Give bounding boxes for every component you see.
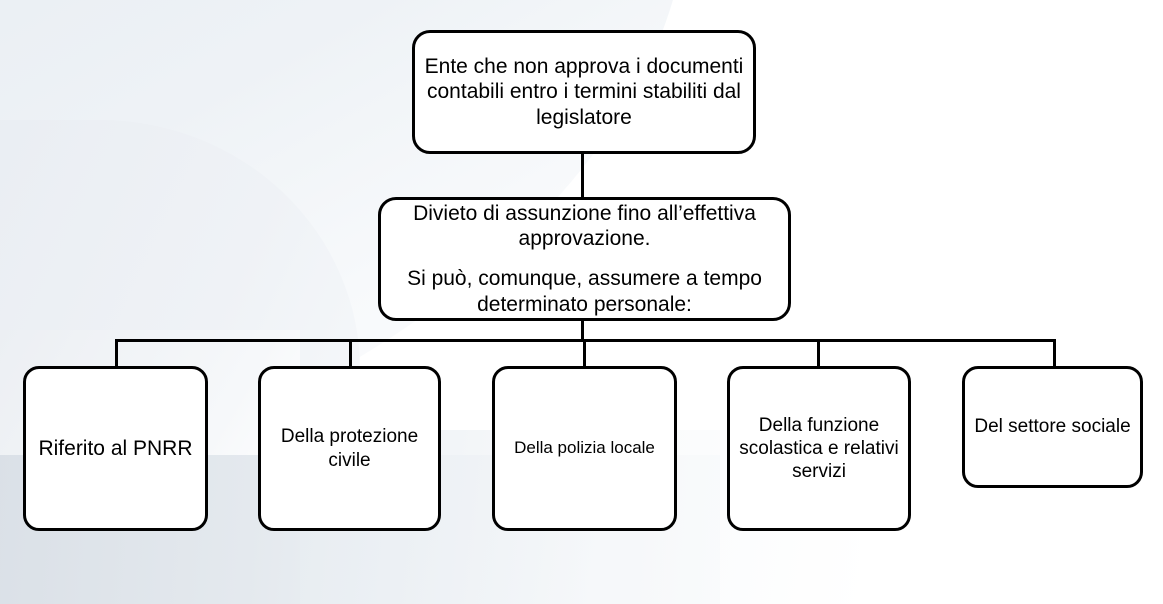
node-divieto-line2: Si può, comunque, assumere a tempo deter…: [407, 267, 762, 316]
connector-drop-pnrr: [115, 339, 118, 367]
node-child-funzione-scolastica[interactable]: Della funzione scolastica e relativi ser…: [727, 366, 911, 531]
connector-drop-polizia: [583, 339, 586, 367]
connector-drop-sociale: [1053, 339, 1056, 367]
background-wash-left-band: [0, 120, 360, 604]
connector-root-to-divieto: [581, 153, 584, 198]
connector-drop-protezione: [349, 339, 352, 367]
node-child-pnrr[interactable]: Riferito al PNRR: [23, 366, 208, 531]
node-child-protezione-civile-label: Della protezione civile: [280, 426, 419, 471]
node-child-settore-sociale[interactable]: Del settore sociale: [962, 366, 1143, 488]
node-divieto-line1: Divieto di assunzione fino all’effettiva…: [413, 201, 756, 251]
connector-drop-scolastica: [817, 339, 820, 367]
node-divieto[interactable]: Divieto di assunzione fino all’effettiva…: [378, 197, 791, 321]
node-child-pnrr-label: Riferito al PNRR: [38, 436, 193, 460]
node-child-polizia-locale[interactable]: Della polizia locale: [492, 366, 677, 531]
node-root-text: Ente che non approva i documenti contabi…: [424, 54, 744, 129]
node-child-protezione-civile[interactable]: Della protezione civile: [258, 366, 441, 531]
node-root[interactable]: Ente che non approva i documenti contabi…: [412, 30, 756, 154]
node-child-funzione-scolastica-label: Della funzione scolastica e relativi ser…: [739, 414, 899, 483]
connector-divieto-stem: [581, 320, 584, 341]
node-child-settore-sociale-label: Del settore sociale: [974, 416, 1131, 438]
node-child-polizia-locale-label: Della polizia locale: [514, 438, 655, 458]
